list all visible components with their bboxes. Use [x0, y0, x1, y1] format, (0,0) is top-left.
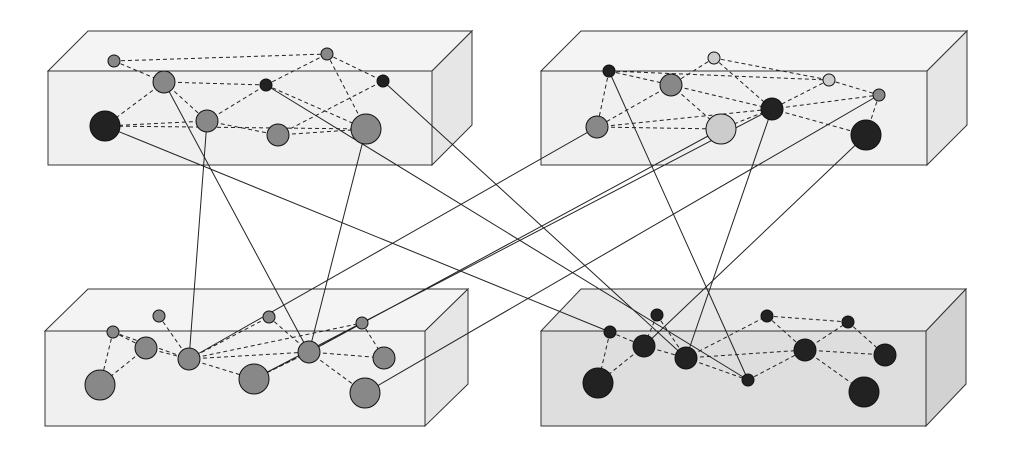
- node-tr1: [602, 64, 616, 78]
- node-br5: [632, 334, 656, 358]
- inter-link-tr5-bl10: [253, 108, 773, 380]
- intra-link-tl3-tl6: [104, 81, 165, 127]
- inter-link-tr9-br5: [643, 134, 867, 347]
- intra-link-tl7-tl8: [206, 120, 279, 136]
- inter-link-tr6-bl11: [364, 94, 880, 394]
- intra-link-tl1-tl2: [113, 53, 328, 62]
- node-tr4: [822, 73, 836, 87]
- intra-link-tr3-tr7: [596, 84, 672, 128]
- node-tl1: [107, 54, 121, 68]
- intra-link-tl4-tl2: [265, 53, 328, 86]
- node-tl9: [350, 113, 382, 145]
- intra-link-bl6-bl4: [188, 322, 363, 360]
- intra-link-tl8-tl5: [277, 80, 384, 136]
- layer-bottom-right-box-top-face: [539, 288, 968, 332]
- node-bl1: [106, 325, 120, 339]
- intra-link-br6-br7: [685, 349, 806, 359]
- node-br8: [741, 373, 755, 387]
- intra-link-tl2-tl5: [326, 53, 384, 82]
- intra-link-tl6-tl9: [104, 125, 367, 130]
- intra-link-tl3-tl4: [163, 81, 267, 86]
- intra-link-tr2-tr5: [713, 57, 773, 110]
- node-tr8: [705, 113, 737, 145]
- intra-link-bl6-bl7: [188, 351, 310, 360]
- layer-bottom-left-box-top-face: [43, 288, 470, 332]
- node-tl3: [152, 70, 176, 94]
- intra-link-br7-br9: [804, 349, 886, 356]
- intra-link-br7-br11: [804, 349, 865, 393]
- intra-link-tr4-tr6: [828, 79, 880, 96]
- node-tl8: [266, 123, 290, 147]
- node-bl3: [262, 310, 276, 324]
- node-tl4: [259, 78, 273, 92]
- inter-link-tl3-bl7: [163, 81, 310, 353]
- node-bl9: [84, 369, 116, 401]
- node-tl7: [195, 109, 219, 133]
- inter-link-tl6-br1: [104, 125, 611, 333]
- layer-top-right-box-top-face: [539, 30, 969, 72]
- layer-top-left-box: [46, 29, 474, 167]
- intra-link-br4-br9: [847, 321, 886, 356]
- node-tr5: [760, 97, 784, 121]
- node-tr2: [707, 51, 721, 65]
- intra-link-bl6-bl3: [188, 316, 270, 360]
- layer-bottom-right-box: [539, 287, 968, 428]
- node-br11: [848, 376, 880, 408]
- intra-link-tr7-tr5: [596, 108, 773, 128]
- inter-link-tl5-br6: [382, 80, 687, 359]
- intra-link-tr5-tr9: [771, 108, 867, 136]
- node-tl5: [376, 74, 390, 88]
- node-bl2: [152, 309, 166, 323]
- intra-link-tr3-tr5: [670, 84, 773, 110]
- node-br9: [873, 343, 897, 367]
- inter-layer-links: [104, 70, 880, 394]
- node-br4: [841, 315, 855, 329]
- node-bl11: [349, 377, 381, 409]
- intra-link-bl7-bl8: [308, 351, 385, 359]
- node-tr7: [585, 115, 609, 139]
- node-br7: [793, 338, 817, 362]
- intra-link-br6-br3: [685, 315, 768, 359]
- node-bl8: [372, 346, 396, 370]
- node-tl6: [89, 110, 121, 142]
- network-nodes: [84, 47, 897, 409]
- node-br3: [760, 309, 774, 323]
- layer-top-right-box: [539, 29, 969, 167]
- intra-link-tr1-tr4: [608, 70, 830, 81]
- node-br2: [650, 308, 664, 322]
- layer-bottom-left-box: [43, 287, 470, 428]
- node-bl7: [297, 340, 321, 364]
- inter-link-tr5-br6: [685, 108, 773, 359]
- node-br1: [603, 325, 617, 339]
- node-bl4: [355, 316, 369, 330]
- intra-link-tr1-tr7: [596, 70, 610, 128]
- intra-link-tl4-tl9: [265, 84, 367, 130]
- intra-link-br8-br7: [747, 349, 806, 381]
- inter-link-tr1-br8: [608, 70, 749, 381]
- intra-link-tl6-tl7: [104, 120, 208, 127]
- node-tr3: [659, 73, 683, 97]
- node-bl5: [134, 336, 158, 360]
- node-tr9: [850, 119, 882, 151]
- node-br10: [582, 367, 614, 399]
- inter-link-tl9-bl7: [308, 128, 367, 353]
- inter-link-tl4-br8: [265, 84, 749, 381]
- node-tr6: [872, 88, 886, 102]
- node-bl6: [177, 347, 201, 371]
- intra-link-tl7-tl4: [206, 84, 267, 122]
- node-br6: [674, 346, 698, 370]
- node-tl2: [320, 47, 334, 61]
- inter-link-tl7-bl6: [188, 120, 208, 360]
- node-bl10: [238, 363, 270, 395]
- intra-link-tr2-tr4: [713, 57, 830, 81]
- inter-link-tr7-bl6: [188, 126, 598, 360]
- intra-link-tr5-tr6: [771, 94, 880, 110]
- layer-boxes: [43, 29, 969, 428]
- intra-link-tr4-tr5: [771, 79, 830, 110]
